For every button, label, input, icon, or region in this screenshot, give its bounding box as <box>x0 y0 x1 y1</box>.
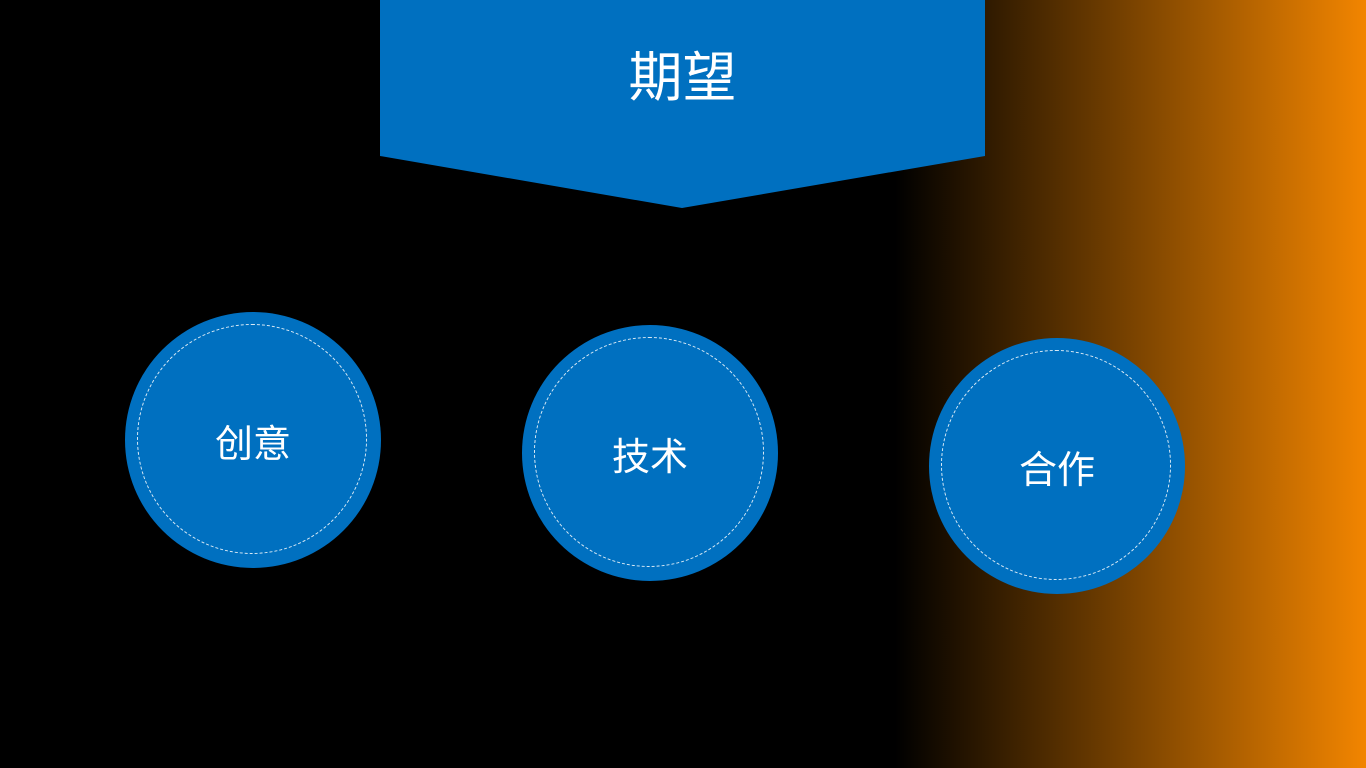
title-banner: 期望 <box>380 0 985 208</box>
circle-technology: 技术 <box>522 325 778 581</box>
dashed-ring <box>137 324 367 554</box>
dashed-ring <box>941 350 1171 580</box>
dashed-ring <box>534 337 764 567</box>
circle-label: 合作 <box>1018 447 1095 492</box>
circle-cooperation: 合作 <box>929 338 1185 594</box>
circle-label: 技术 <box>611 434 688 479</box>
banner-chevron-shape <box>380 0 985 208</box>
circle-label: 创意 <box>214 421 291 466</box>
banner-title: 期望 <box>628 46 737 109</box>
circle-creativity: 创意 <box>125 312 381 568</box>
